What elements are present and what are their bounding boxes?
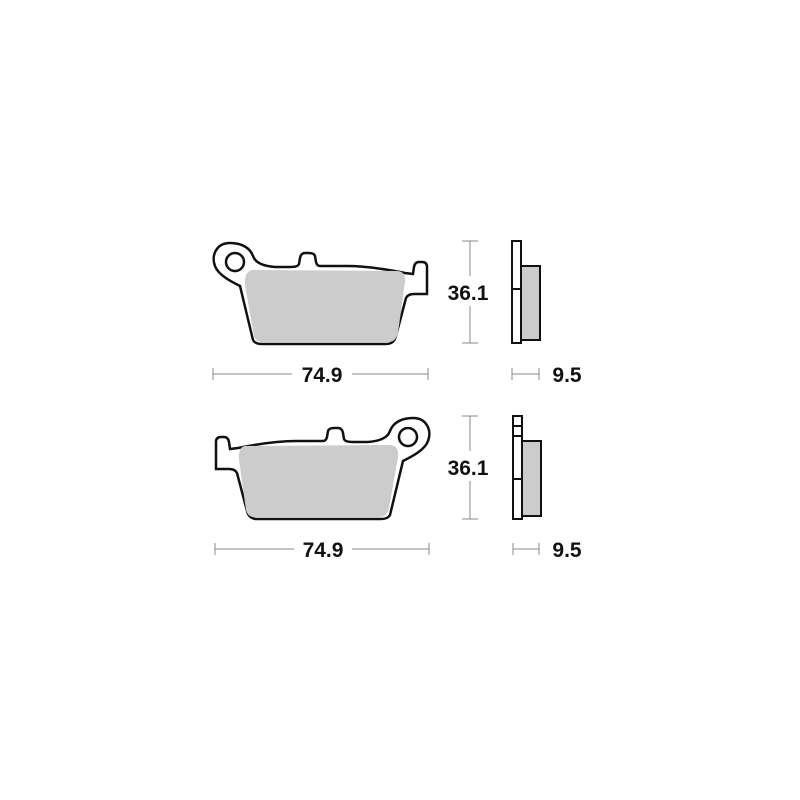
width-label: 74.9 bbox=[303, 539, 344, 562]
brake-pad-2: 74.9 36.1 9.5 bbox=[214, 415, 582, 562]
thickness-label: 9.5 bbox=[552, 539, 582, 562]
side-friction-material bbox=[520, 265, 541, 341]
height-label: 36.1 bbox=[448, 457, 489, 480]
height-dimension-pad-2: 36.1 bbox=[448, 415, 489, 520]
thickness-dimension-pad-2: 9.5 bbox=[512, 539, 582, 562]
brake-pad-1: 74.9 36.1 9.5 bbox=[212, 240, 582, 387]
friction-material bbox=[244, 270, 406, 342]
mounting-hole bbox=[397, 426, 419, 448]
side-friction-material bbox=[521, 440, 542, 517]
side-view-pad-1 bbox=[511, 240, 541, 344]
mounting-hole bbox=[224, 251, 246, 273]
side-view-pad-2 bbox=[512, 415, 542, 520]
friction-material bbox=[238, 445, 399, 517]
front-view-pad-1 bbox=[212, 241, 429, 346]
height-label: 36.1 bbox=[448, 282, 489, 305]
front-view-pad-2 bbox=[214, 416, 431, 521]
width-dimension-pad-2: 74.9 bbox=[214, 539, 430, 562]
width-label: 74.9 bbox=[302, 364, 343, 387]
width-dimension-pad-1: 74.9 bbox=[212, 364, 429, 387]
thickness-label: 9.5 bbox=[552, 364, 582, 387]
thickness-dimension-pad-1: 9.5 bbox=[511, 364, 582, 387]
height-dimension-pad-1: 36.1 bbox=[448, 240, 489, 344]
